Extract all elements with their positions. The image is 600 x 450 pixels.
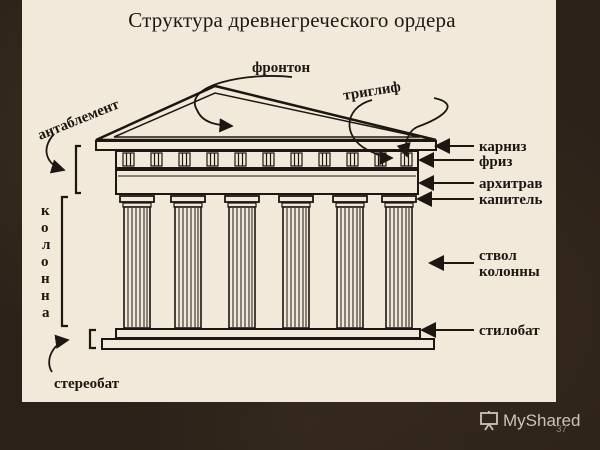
label-fronton: фронтон	[252, 60, 311, 76]
columns	[119, 195, 417, 329]
label-stvol-line2: колонны	[479, 264, 540, 280]
label-friz: фриз	[479, 154, 512, 170]
watermark: MyShared	[479, 408, 580, 434]
label-arkhitrav: архитрав	[479, 176, 542, 192]
svg-text:л: л	[42, 237, 51, 253]
label-kolonna-vertical: к о л о н н а	[41, 203, 51, 321]
svg-text:н: н	[41, 271, 50, 287]
column-2	[170, 195, 206, 329]
column-3	[224, 195, 260, 329]
curved-arrows	[45, 75, 449, 373]
svg-text:а: а	[42, 305, 50, 321]
label-arrows	[416, 138, 474, 338]
architrave	[115, 169, 419, 195]
svg-text:о: о	[41, 254, 49, 270]
label-kapitel: капитель	[479, 192, 542, 208]
presentation-icon	[480, 411, 498, 431]
watermark-text: MyShared	[503, 411, 581, 430]
slide-title: Структура древнегреческого ордера	[128, 8, 456, 32]
brackets	[60, 144, 96, 350]
svg-text:о: о	[41, 220, 49, 236]
temple-order-diagram: антаблемент фронтон триглиф карниз фриз …	[36, 60, 543, 392]
slide-panel: Структура древнегреческого ордера	[22, 0, 556, 402]
column-5	[332, 195, 368, 329]
column-1	[119, 195, 155, 329]
page-number: 37	[556, 424, 568, 435]
triglyph-row	[122, 152, 413, 167]
column-4	[278, 195, 314, 329]
cornice	[95, 140, 437, 151]
svg-text:н: н	[41, 288, 50, 304]
frieze	[115, 150, 419, 169]
stereobate	[101, 338, 435, 350]
label-karniz: карниз	[479, 139, 527, 155]
label-stvol-line1: ствол	[479, 248, 517, 264]
stylobate	[115, 328, 421, 339]
label-stereobat: стереобат	[54, 376, 120, 392]
label-stilobat: стилобат	[479, 323, 540, 339]
column-6	[381, 195, 417, 329]
svg-text:к: к	[41, 203, 50, 219]
